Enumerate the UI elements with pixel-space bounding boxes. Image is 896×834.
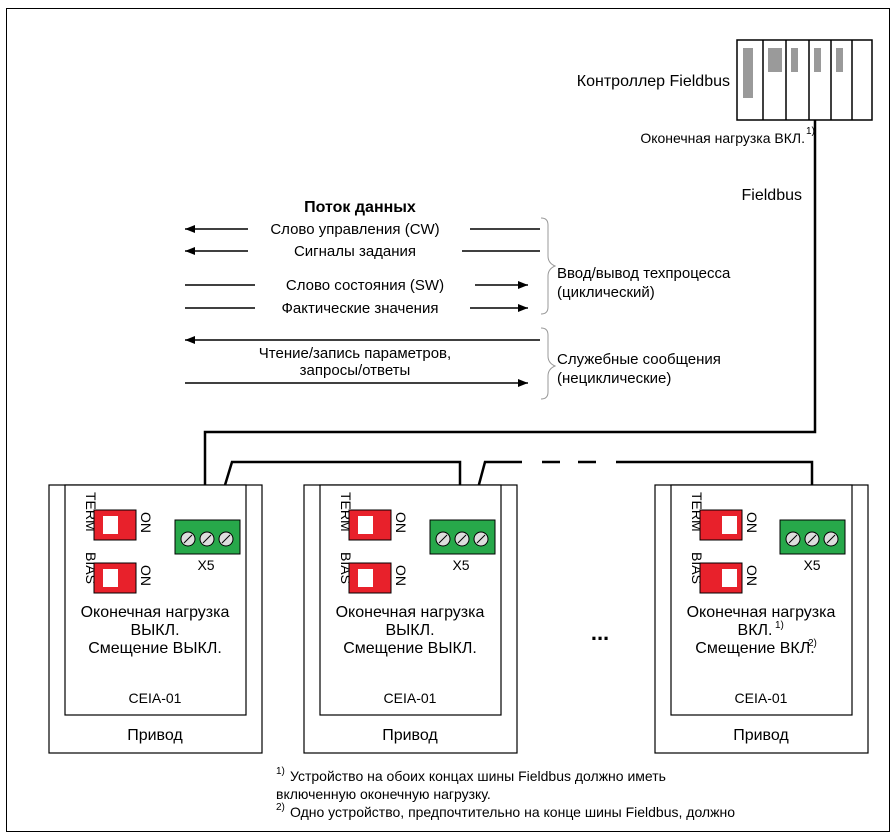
status-line3: Смещение ВЫКЛ. bbox=[343, 640, 477, 657]
drive-label: Привод bbox=[127, 727, 183, 744]
dataflow-arrows bbox=[185, 225, 540, 387]
term-on-label: ON bbox=[393, 512, 409, 533]
x5-label: X5 bbox=[197, 557, 214, 573]
dataflow-heading: Поток данных bbox=[304, 199, 416, 216]
status-line3: Смещение ВЫКЛ. bbox=[88, 640, 222, 657]
module-label: CEIA-01 bbox=[129, 690, 182, 706]
term-switch-slider bbox=[358, 516, 373, 534]
drive-1: Привод CEIA-01 TERM BIAS ON ON X5 Оконеч… bbox=[48, 484, 263, 754]
module-label: CEIA-01 bbox=[384, 690, 437, 706]
drive-label: Привод bbox=[733, 727, 789, 744]
status-word-label: Слово состояния (SW) bbox=[286, 277, 444, 294]
diagram-frame bbox=[6, 8, 890, 832]
term-switch bbox=[699, 509, 743, 541]
status-line2: ВЫКЛ. bbox=[385, 622, 434, 639]
controller-title: Контроллер Fieldbus bbox=[577, 73, 730, 90]
drive-3: Привод CEIA-01 TERM BIAS ON ON X5 Оконеч… bbox=[654, 484, 869, 754]
x5-label: X5 bbox=[452, 557, 469, 573]
status-line2: ВКЛ. bbox=[738, 622, 773, 639]
term-on-label: ON bbox=[744, 512, 760, 533]
fieldbus-cable bbox=[203, 120, 817, 519]
status-line1: Оконечная нагрузка bbox=[336, 604, 485, 621]
controller-termination-ref: 1) bbox=[806, 126, 815, 137]
bias-on-label: ON bbox=[138, 565, 154, 586]
status-line3-ref: 2) bbox=[808, 638, 817, 649]
references-label: Сигналы задания bbox=[294, 243, 416, 260]
fieldbus-label: Fieldbus bbox=[742, 187, 802, 204]
x5-terminal bbox=[429, 519, 496, 555]
term-on-label: ON bbox=[138, 512, 154, 533]
bias-switch-slider bbox=[722, 569, 737, 587]
drive-label: Привод bbox=[382, 727, 438, 744]
more-drives-ellipsis: ... bbox=[591, 620, 609, 645]
service-label-line2: (нециклические) bbox=[557, 370, 671, 387]
x5-label: X5 bbox=[803, 557, 820, 573]
status-line1: Оконечная нагрузка bbox=[687, 604, 836, 621]
params-label-line1: Чтение/запись параметров, bbox=[259, 345, 451, 362]
status-line2-ref: 1) bbox=[775, 620, 784, 631]
service-brace bbox=[540, 327, 557, 400]
bias-switch-slider bbox=[103, 569, 118, 587]
term-switch-slider bbox=[103, 516, 118, 534]
footnote-1-line1: Устройство на обоих концах шины Fieldbus… bbox=[290, 768, 666, 784]
controller-termination-on: Оконечная нагрузка ВКЛ. bbox=[640, 130, 805, 146]
bias-on-label: ON bbox=[393, 565, 409, 586]
status-line3: Смещение ВКЛ. bbox=[695, 640, 814, 657]
actual-values-label: Фактические значения bbox=[282, 300, 439, 317]
x5-terminal bbox=[779, 519, 846, 555]
process-io-label-line1: Ввод/вывод техпроцесса bbox=[557, 265, 731, 282]
control-word-label: Слово управления (CW) bbox=[270, 221, 439, 238]
footnote-2-ref: 2) bbox=[276, 802, 285, 813]
status-line1: Оконечная нагрузка bbox=[81, 604, 230, 621]
footnote-2-line1: Одно устройство, предпочтительно на конц… bbox=[290, 804, 735, 820]
bias-on-label: ON bbox=[744, 565, 760, 586]
bias-switch-slider bbox=[358, 569, 373, 587]
service-label-line1: Служебные сообщения bbox=[557, 351, 721, 368]
process-io-brace bbox=[540, 217, 557, 315]
term-switch-slider bbox=[722, 516, 737, 534]
bias-switch bbox=[348, 562, 392, 594]
params-label-line2: запросы/ответы bbox=[300, 362, 411, 379]
drive-2: Привод CEIA-01 TERM BIAS ON ON X5 Оконеч… bbox=[303, 484, 518, 754]
x5-terminal bbox=[174, 519, 241, 555]
footnote-1-line2: включенную оконечную нагрузку. bbox=[276, 786, 491, 802]
fieldbus-controller bbox=[736, 39, 873, 121]
module-label: CEIA-01 bbox=[735, 690, 788, 706]
footnote-1-ref: 1) bbox=[276, 766, 285, 777]
status-line2: ВЫКЛ. bbox=[130, 622, 179, 639]
process-io-label-line2: (циклический) bbox=[557, 284, 655, 301]
